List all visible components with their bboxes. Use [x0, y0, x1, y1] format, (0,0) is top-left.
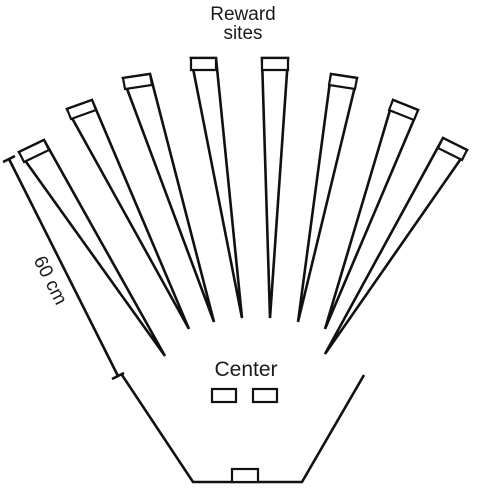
center-platform-outline	[120, 374, 366, 484]
arm-1-reward-site	[17, 138, 51, 164]
scale-bar: 60 cm	[2, 154, 125, 381]
maze-arms	[17, 56, 469, 357]
arm-5-body	[260, 56, 290, 319]
start-box	[230, 467, 260, 484]
center-label: Center	[214, 358, 277, 381]
arm-4	[189, 56, 244, 319]
arm-5-reward-site	[260, 56, 290, 72]
arm-5	[260, 56, 290, 319]
arm-2-reward-site	[65, 98, 98, 121]
arm-2	[65, 98, 191, 330]
arm-6-reward-site	[327, 72, 359, 91]
scale-bar-end-bottom	[111, 371, 125, 381]
reward-sites-label-line2: sites	[223, 23, 262, 44]
arm-8	[323, 136, 469, 355]
center-box-left	[210, 387, 238, 404]
center-platform	[120, 374, 366, 484]
center-box-right	[251, 387, 279, 404]
arm-7	[323, 98, 420, 330]
arm-3-reward-site	[121, 72, 154, 91]
arm-4-reward-site	[189, 56, 218, 72]
arm-6-body	[296, 72, 359, 323]
arm-7-body	[323, 98, 420, 330]
reward-sites-label-line1: Reward	[210, 4, 275, 25]
arm-7-reward-site	[387, 98, 420, 122]
arm-8-body	[323, 136, 469, 355]
arm-8-reward-site	[436, 136, 469, 162]
arm-3	[121, 72, 216, 323]
arm-1	[17, 138, 167, 357]
scale-bar-end-top	[2, 154, 16, 164]
arm-6	[296, 72, 359, 323]
scale-bar-label: 60 cm	[29, 253, 71, 309]
scale-bar-line	[7, 158, 120, 377]
